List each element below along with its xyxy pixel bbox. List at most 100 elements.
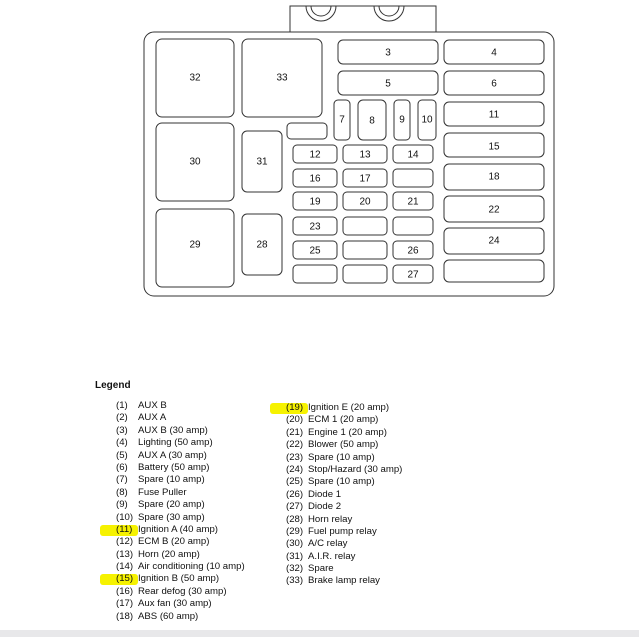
legend-item: (31)A.I.R. relay [286,551,402,563]
legend-item: (27) Diode 2 [286,501,402,513]
fuse-6-label: 6 [491,79,497,90]
fuse-9 [393,99,411,141]
legend-item: (2)AUX A [116,412,245,424]
fuse-31-label: 31 [256,157,268,168]
fuse-10-label: 10 [421,115,433,126]
fuse-32-label: 32 [189,73,201,84]
legend-item-text: Diode 2 [308,501,342,513]
legend-item-number: (26) [286,488,304,500]
legend-item: (9) Spare (20 amp) [116,499,245,511]
legend-item: (13) Horn (20 amp) [116,549,245,561]
legend-item-text: Spare (10 amp) [308,476,375,488]
fuse-27 [392,264,434,284]
legend-item-text: Ignition E (20 amp) [308,402,390,413]
fuse-8-label: 8 [369,116,375,127]
fuse-7 [333,99,351,141]
legend-item-number: (7) [116,474,128,486]
legend-item: (1) AUX B [116,400,245,412]
legend-item-text: Spare (10 amp) [308,451,375,463]
legend-item-text: AUX B (30 amp) [138,424,208,436]
fuse-8 [357,99,387,141]
legend-item-number: (1) [116,400,128,411]
fuse-9-label: 9 [399,115,405,126]
legend-item-text: Brake lamp relay [308,575,380,587]
legend-item-number: (12) [116,536,134,548]
legend-item-text: Horn (20 amp) [138,548,200,560]
fuse-30-label: 30 [189,157,201,168]
fuse-17-label: 17 [359,174,371,185]
fuse-15 [443,132,545,158]
legend-item-number: (27) [286,501,304,513]
legend-item-number: (18) [116,610,134,622]
legend-item-number: (29) [286,525,304,537]
legend-item: (10)Spare (30 amp) [116,512,245,524]
fuse-14 [392,144,434,164]
fuse-28 [241,213,283,276]
legend-item-text: Spare (20 amp) [138,499,205,511]
legend-item: (20)ECM 1 (20 amp) [286,414,402,426]
fuse-18 [443,163,545,191]
legend-item-number: (13) [116,548,134,560]
legend-item-number: (32) [286,563,304,575]
fuse-18-label: 18 [488,172,500,183]
fuse-5 [337,70,439,96]
fuse-11 [443,101,545,127]
legend-item-number: (19) [286,402,304,413]
fuse-25 [292,240,338,260]
legend-item-text: Spare [308,563,334,575]
fuse-blank-row5-mid [342,240,388,260]
legend-item-text: Stop/Hazard (30 amp) [308,463,403,475]
legend-item: (19) Ignition E (20 amp) [270,402,402,414]
legend-item-number: (9) [116,499,128,511]
legend-item-text: Ignition A (40 amp) [138,523,218,535]
legend-item-text: Rear defog (30 amp) [138,585,227,597]
fuse-26 [392,240,434,260]
fuse-14-label: 14 [407,150,419,161]
legend-item-text: Blower (50 amp) [308,439,379,451]
fuse-21-label: 21 [407,197,419,208]
top-bracket [289,5,437,32]
fuse-13 [342,144,388,164]
fuse-box-diagram: 32 33 30 31 29 28 3 5 4 6 11 15 18 22 24… [143,5,555,297]
legend-item: (6)Battery (50 amp) [116,462,245,474]
fuse-22 [443,195,545,223]
legend-item-text: Aux fan (30 amp) [138,598,212,610]
fuse-26-label: 26 [407,246,419,257]
legend-item-number: (21) [286,426,304,438]
legend-item-number: (20) [286,414,304,426]
legend-item: (21) Engine 1 (20 amp) [286,427,402,439]
legend-item-text: ABS (60 amp) [138,610,199,622]
legend-item: (16)Rear defog (30 amp) [116,586,245,598]
legend-item: (4)Lighting (50 amp) [116,437,245,449]
fuse-6 [443,70,545,96]
legend-item: (22)Blower (50 amp) [286,439,402,451]
legend-item: (33) Brake lamp relay [286,575,402,587]
fuse-23 [292,216,338,236]
legend-item: (14)Air conditioning (10 amp) [116,561,245,573]
fuse-11-label: 11 [489,110,500,121]
fuse-7-label: 7 [339,115,345,126]
fuse-13-label: 13 [359,150,371,161]
fuse-3-label: 3 [385,48,391,59]
legend-item-text: Battery (50 amp) [138,461,210,473]
legend-item: (25)Spare (10 amp) [286,476,402,488]
legend-item-number: (3) [116,424,128,436]
legend-item-number: (24) [286,463,304,475]
fuse-33-label: 33 [276,73,288,84]
legend-item: (29)Fuel pump relay [286,526,402,538]
legend-item-text: ECM B (20 amp) [138,536,210,548]
legend-item-text: AUX B [138,400,167,411]
legend-item-text: Horn relay [308,513,353,525]
fuse-30 [155,122,235,202]
fuse-28-label: 28 [256,240,268,251]
legend-item: (8)Fuse Puller [116,487,245,499]
legend-item-text: Engine 1 (20 amp) [308,426,387,438]
legend-item: (28)Horn relay [286,514,402,526]
fuse-5-label: 5 [385,79,391,90]
legend-column-1: (1) AUX B(2)AUX A(3) AUX B (30 amp)(4)Ligh… [100,400,245,623]
legend-item-number: (17) [116,598,134,610]
fuse-31 [241,130,283,193]
legend-item-number: (14) [116,561,134,573]
fuse-4 [443,39,545,65]
legend-item-number: (33) [286,575,304,587]
